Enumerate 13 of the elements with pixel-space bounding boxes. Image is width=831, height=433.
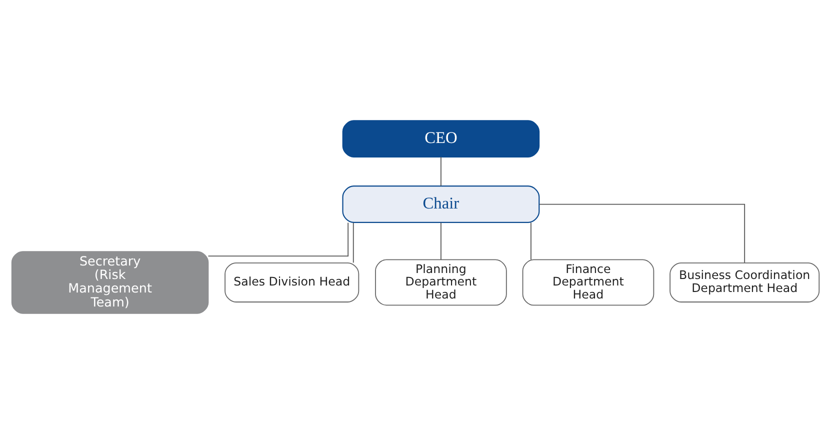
connector	[440, 156, 442, 186]
connector	[352, 222, 354, 263]
node-box: Chair	[342, 185, 540, 222]
node-box: Secretary (Risk Management Team)	[11, 250, 209, 314]
node-box: Finance Department Head	[522, 258, 654, 306]
node-box: Sales Division Head	[224, 262, 360, 302]
node-box: CEO	[342, 120, 540, 157]
connector	[539, 203, 746, 263]
connector	[440, 222, 442, 260]
node-box: Business Coordination Department Head	[670, 262, 820, 302]
connector	[530, 222, 532, 260]
connector	[208, 222, 349, 256]
node-box: Planning Department Head	[375, 258, 507, 306]
